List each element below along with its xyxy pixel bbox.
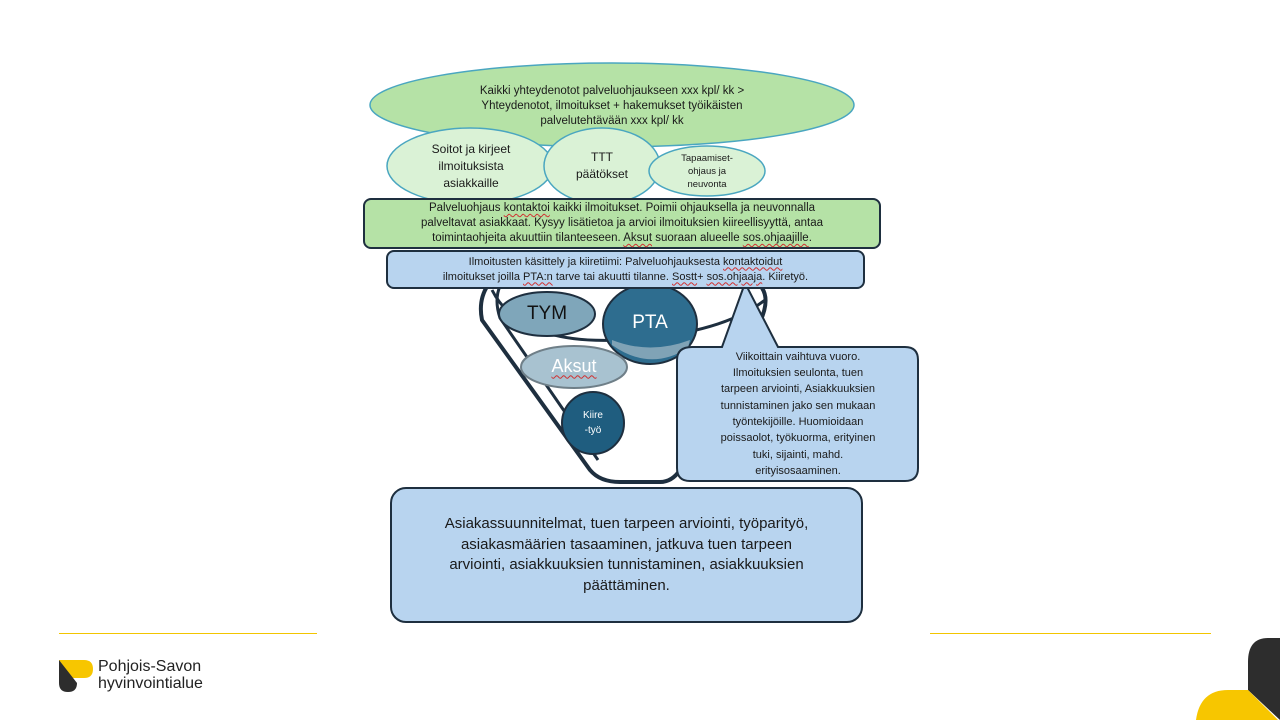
aksut-label: Aksut (528, 355, 620, 379)
top-ellipse-text: Kaikki yhteydenotot palveluohjaukseen xx… (420, 82, 804, 130)
bottom-box-line: arviointi, asiakkuuksien tunnistaminen, … (449, 556, 804, 573)
sub-ellipse-3-line: neuvonta (687, 178, 727, 190)
brand-logo-icon (59, 660, 93, 692)
sub-ellipse-2-text: TTT päätökset (560, 148, 644, 184)
callout-shape (676, 280, 919, 482)
brand-name-line1: Pohjois-Savon (98, 658, 202, 675)
callout-line: tarpeen arviointi, Asiakkuuksien (720, 383, 876, 396)
brand-name-line2: hyvinvointialue (98, 675, 203, 692)
sub-ellipse-2-line: TTT (591, 150, 613, 164)
corner-brand-shape (1196, 638, 1280, 720)
blue-bar-line2: ilmoitukset joilla PTA:n tarve tai akuut… (443, 270, 808, 285)
kiire-line1: Kiire (582, 410, 603, 421)
sub-ellipse-1-line: Soitot ja kirjeet (431, 141, 511, 156)
text-span: toimintaohjeita akuuttiin tilanteeseen. (432, 232, 624, 244)
callout-line: poissaolot, työkuorma, erityinen (720, 432, 876, 445)
text-span: ilmoitukset joilla (442, 270, 523, 283)
blue-info-bar: Ilmoitusten käsittely ja kiiretiimi: Pal… (386, 250, 865, 289)
footer-divider-left (59, 633, 317, 634)
text-span: Sostt (672, 270, 698, 283)
bottom-box-line: asiakasmäärien tasaaminen, jatkuva tuen … (460, 535, 793, 553)
top-ellipse-line2: Yhteydenotot, ilmoitukset + hakemukset t… (481, 99, 743, 112)
text-span: sos.ohjaajille (742, 232, 809, 244)
green-info-box: Palveluohjaus kontaktoi kaikki ilmoituks… (363, 198, 881, 249)
bottom-summary-box: Asiakassuunnitelmat, tuen tarpeen arvioi… (390, 487, 863, 623)
blue-bar-line1: Ilmoitusten käsittely ja kiiretiimi: Pal… (469, 255, 783, 270)
text-span: suoraan alueelle (652, 232, 743, 244)
tym-label: TYM (526, 302, 568, 324)
callout-line: tuki, sijainti, mahd. (752, 448, 844, 461)
text-span: . (808, 232, 812, 244)
funnel-outline (478, 283, 768, 484)
aksut-ellipse (520, 345, 628, 389)
kiire-line2: -työ (584, 425, 602, 436)
text-span: PTA:n (523, 270, 553, 283)
top-ellipse-line3: palvelutehtävään xxx kpl/ kk (540, 114, 684, 127)
footer-divider-right (930, 633, 1211, 634)
text-span: kontaktoidut (723, 255, 783, 268)
tym-ellipse (498, 291, 596, 337)
green-box-line1: Palveluohjaus kontaktoi kaikki ilmoituks… (429, 201, 815, 216)
text-span: . Kiiretyö. (762, 270, 809, 283)
sub-ellipse-1-line: asiakkaille (443, 175, 499, 190)
text-span: kontaktoi (503, 202, 550, 214)
green-box-line3: toimintaohjeita akuuttiin tilanteeseen. … (432, 231, 812, 246)
sub-ellipse-3-shape (648, 145, 766, 197)
text-span: + (697, 270, 707, 283)
sub-ellipse-3-text: Tapaamiset- ohjaus ja neuvonta (665, 150, 749, 192)
bottom-box-line: päättäminen. (583, 576, 670, 594)
kiire-label: Kiire -työ (566, 407, 620, 439)
top-ellipse-line1: Kaikki yhteydenotot palveluohjaukseen xx… (479, 84, 745, 97)
pta-label: PTA (632, 311, 668, 333)
callout-line: erityisosaaminen. (755, 464, 841, 477)
sub-ellipse-1-line: ilmoituksista (438, 158, 504, 173)
text-span: sos.ohjaaja (706, 270, 763, 283)
sub-ellipse-3-line: ohjaus ja (687, 165, 727, 177)
callout-line: työntekijöille. Huomioidaan (732, 416, 864, 428)
callout-line: Viikoittain vaihtuva vuoro. (735, 350, 861, 363)
green-box-line2: palveltavat asiakkaat. Kysyy lisätietoa … (420, 217, 824, 229)
callout-line: Ilmoituksien seulonta, tuen (732, 367, 864, 380)
text-span: Aksut (623, 232, 653, 244)
sub-ellipse-3-line: Tapaamiset- (681, 152, 733, 164)
bottom-box-line: Asiakassuunnitelmat, tuen tarpeen arvioi… (444, 515, 809, 532)
pta-lower-overlap (612, 340, 690, 360)
text-span: Palveluohjaus (428, 202, 504, 214)
kiire-circle (561, 391, 625, 455)
sub-ellipse-2-line: päätökset (575, 167, 629, 181)
brand-name: Pohjois-Savon hyvinvointialue (98, 658, 203, 692)
sub-ellipse-1-text: Soitot ja kirjeet ilmoituksista asiakkai… (410, 140, 532, 192)
callout-line: tunnistaminen jako sen mukaan (720, 399, 876, 412)
text-span: kaikki ilmoitukset. Poimii ohjauksella j… (549, 202, 816, 214)
aksut-text: Aksut (551, 356, 597, 377)
text-span: Ilmoitusten käsittely ja kiiretiimi: Pal… (468, 255, 723, 268)
text-span: tarve tai akuutti tilanne. (552, 270, 672, 283)
callout-text: Viikoittain vaihtuva vuoro. Ilmoituksien… (680, 348, 916, 480)
